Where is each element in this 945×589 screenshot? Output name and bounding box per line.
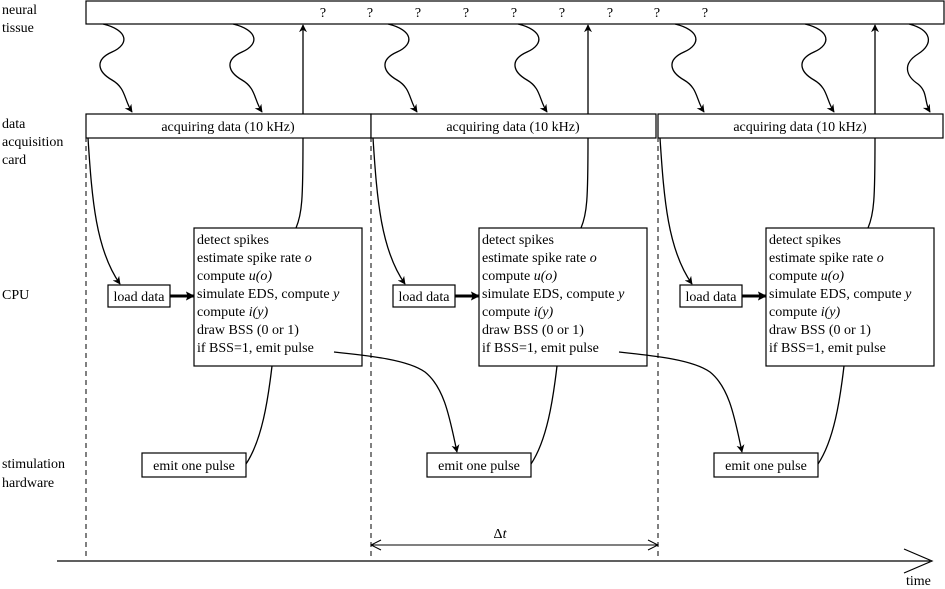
pulse-command-arrow	[618, 351, 745, 453]
cpu-steps: detect spikes estimate spike rate o comp…	[769, 233, 915, 356]
load-data-label: load data	[114, 290, 166, 305]
cpu-process-box	[193, 227, 363, 367]
cpu-step-2: estimate spike rate	[197, 251, 305, 266]
unknown-mark-8: ?	[654, 6, 660, 21]
cpu-step-5: compute	[769, 305, 821, 320]
cpu-step-7: if BSS=1, emit pulse	[197, 341, 314, 356]
spike-signal-arrow	[906, 23, 931, 113]
cpu-step-7: if BSS=1, emit pulse	[769, 341, 886, 356]
cpu-step-2: estimate spike rate	[482, 251, 590, 266]
unknown-mark-5: ?	[511, 6, 517, 21]
unknown-mark-6: ?	[559, 6, 565, 21]
process-to-card-line	[867, 137, 876, 229]
process-to-card-line	[580, 137, 589, 229]
unknown-mark-4: ?	[463, 6, 469, 21]
cpu-step-3: compute	[197, 269, 249, 284]
data-transfer-arrow	[659, 137, 693, 285]
cpu-step-6: draw BSS (0 or 1)	[482, 323, 584, 338]
cpu-step-4: simulate EDS, compute	[197, 287, 333, 302]
unknown-marks: ?????????	[320, 6, 708, 21]
spike-signal-arrow	[801, 23, 835, 113]
spike-signal-arrow	[229, 23, 263, 113]
spike-signal-arrow	[384, 23, 418, 113]
cpu-step-1: detect spikes	[482, 233, 554, 248]
emit-pulse-box	[713, 452, 819, 478]
acquisition-box	[370, 113, 657, 139]
cycle-2: acquiring data (10 kHz) load data detect …	[370, 23, 745, 478]
cycle-boundaries	[85, 137, 659, 560]
emit-pulse-label: emit one pulse	[725, 459, 807, 474]
process-to-card-line	[295, 137, 304, 229]
cpu-steps: detect spikes estimate spike rate o comp…	[197, 233, 343, 356]
emit-to-process-line	[245, 365, 273, 465]
cpu-steps: detect spikes estimate spike rate o comp…	[482, 233, 628, 356]
cpu-step-1: detect spikes	[197, 233, 269, 248]
emit-pulse-box	[141, 452, 247, 478]
unknown-mark-1: ?	[320, 6, 326, 21]
data-transfer-arrow	[372, 137, 406, 285]
cpu-process-box	[478, 227, 648, 367]
cpu-step-2: estimate spike rate	[769, 251, 877, 266]
spike-signal-arrow	[671, 23, 705, 113]
data-transfer-arrow	[87, 137, 121, 285]
cpu-step-3: compute	[482, 269, 534, 284]
acquisition-label: acquiring data (10 kHz)	[446, 120, 580, 135]
acquisition-label: acquiring data (10 kHz)	[161, 120, 295, 135]
unknown-mark-9: ?	[702, 6, 708, 21]
load-data-label: load data	[399, 290, 451, 305]
time-label: time	[906, 574, 931, 589]
cpu-process-box	[765, 227, 935, 367]
cpu-step-4: simulate EDS, compute	[482, 287, 618, 302]
row-label-cpu: CPU	[2, 288, 29, 303]
cycle-1: acquiring data (10 kHz) load data detect …	[85, 23, 460, 478]
emit-pulse-label: emit one pulse	[153, 459, 235, 474]
row-label-data-acquisition-card: data acquisition card	[2, 117, 67, 168]
period-label: Δt	[494, 527, 508, 542]
cpu-step-5: compute	[482, 305, 534, 320]
load-data-label: load data	[686, 290, 738, 305]
emit-to-process-line	[530, 365, 558, 465]
cpu-step-6: draw BSS (0 or 1)	[197, 323, 299, 338]
emit-pulse-label: emit one pulse	[438, 459, 520, 474]
unknown-mark-2: ?	[367, 6, 373, 21]
neural-tissue-strip	[85, 0, 945, 25]
cpu-step-7: if BSS=1, emit pulse	[482, 341, 599, 356]
cpu-step-5: compute	[197, 305, 249, 320]
cycle-3: acquiring data (10 kHz) load data detect …	[657, 23, 944, 478]
acquisition-box	[657, 113, 944, 139]
cpu-step-6: draw BSS (0 or 1)	[769, 323, 871, 338]
cpu-step-3: compute	[769, 269, 821, 284]
emit-pulse-box	[426, 452, 532, 478]
cpu-step-1: detect spikes	[769, 233, 841, 248]
unknown-mark-3: ?	[415, 6, 421, 21]
cpu-step-4: simulate EDS, compute	[769, 287, 905, 302]
spike-signal-arrow	[99, 23, 133, 113]
emit-to-process-line	[817, 365, 845, 465]
row-label-stimulation-hardware: stimulation hardware	[2, 457, 69, 491]
row-label-neural-tissue: neural tissue	[2, 3, 40, 36]
pulse-command-arrow	[333, 351, 460, 453]
acquisition-label: acquiring data (10 kHz)	[733, 120, 867, 135]
acquisition-box	[85, 113, 372, 139]
unknown-mark-7: ?	[607, 6, 613, 21]
spike-signal-arrow	[514, 23, 548, 113]
time-axis-arrowhead	[903, 548, 934, 574]
